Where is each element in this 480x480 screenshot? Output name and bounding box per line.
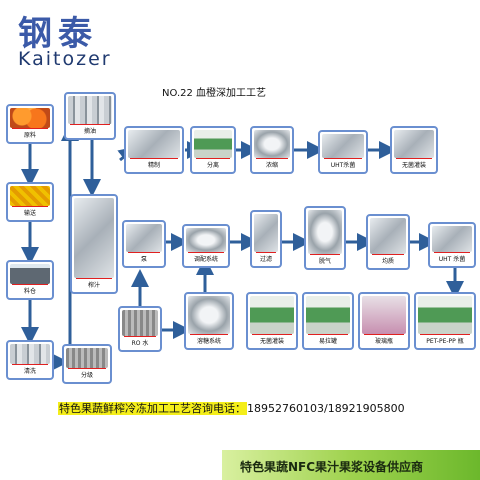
step-storage: 料仓 bbox=[6, 260, 54, 300]
step-pump: 泵 bbox=[122, 220, 166, 268]
step-aseptic2: 无菌灌装 bbox=[246, 292, 298, 350]
step-aseptic1-label: 无菌灌装 bbox=[401, 162, 426, 169]
aseptic2-photo bbox=[250, 296, 294, 334]
pump-photo bbox=[126, 224, 162, 252]
step-grade-label: 分级 bbox=[80, 372, 93, 379]
step-uht1-label: UHT杀菌 bbox=[330, 162, 356, 169]
glass-bottle-photo bbox=[362, 296, 406, 334]
step-aseptic2-label: 无菌灌装 bbox=[259, 338, 284, 345]
uht2-photo bbox=[432, 226, 472, 252]
concentrate-photo bbox=[254, 130, 290, 158]
filter-photo bbox=[254, 214, 278, 252]
step-degas-label: 脱气 bbox=[318, 258, 331, 265]
step-storage-label: 料仓 bbox=[23, 288, 36, 295]
degas-photo bbox=[308, 210, 342, 254]
step-uht2: UHT 杀菌 bbox=[428, 222, 476, 268]
contact-line: 特色果蔬鲜榨冷冻加工工艺咨询电话：18952760103/18921905800 bbox=[58, 400, 405, 416]
step-aseptic1: 无菌灌装 bbox=[390, 126, 438, 174]
separate-photo bbox=[194, 130, 232, 158]
blend-photo bbox=[186, 228, 226, 252]
step-ro-label: RO 水 bbox=[131, 340, 149, 347]
step-ro-water: RO 水 bbox=[118, 306, 162, 352]
step-transport-label: 输送 bbox=[23, 210, 36, 217]
step-pet: PET-PE-PP 瓶 bbox=[414, 292, 476, 350]
step-separate-label: 分离 bbox=[206, 162, 219, 169]
step-grade: 分级 bbox=[62, 344, 112, 384]
step-degas: 脱气 bbox=[304, 206, 346, 270]
step-can-label: 易拉罐 bbox=[318, 338, 337, 345]
refine-photo bbox=[128, 130, 180, 158]
step-concentrate-label: 浓缩 bbox=[265, 162, 278, 169]
raw-oranges-photo bbox=[10, 108, 50, 128]
step-concentrate: 浓缩 bbox=[250, 126, 294, 174]
storage-photo bbox=[10, 264, 50, 284]
step-separate: 分离 bbox=[190, 126, 236, 174]
brand-logo-english: Kaitozer bbox=[18, 48, 112, 70]
brand-logo-chinese: 钢泰 bbox=[18, 14, 98, 54]
step-blend: 调配系统 bbox=[182, 224, 230, 268]
uht1-photo bbox=[322, 134, 364, 158]
aseptic1-photo bbox=[394, 130, 434, 158]
step-refine-label: 精制 bbox=[147, 162, 160, 169]
contact-label: 特色果蔬鲜榨冷冻加工工艺咨询电话： bbox=[58, 402, 247, 415]
step-homogenize: 均质 bbox=[366, 214, 410, 270]
step-uht2-label: UHT 杀菌 bbox=[438, 256, 466, 263]
supplier-banner-text: 特色果蔬NFC果汁果浆设备供应商 bbox=[240, 460, 424, 474]
step-can: 易拉罐 bbox=[302, 292, 354, 350]
step-raw-label: 原料 bbox=[23, 132, 36, 139]
step-sugar-label: 溶糖系统 bbox=[196, 338, 221, 345]
supplier-banner: 特色果蔬NFC果汁果浆设备供应商 bbox=[222, 450, 480, 480]
step-uht1: UHT杀菌 bbox=[318, 130, 368, 174]
diagram-title: NO.22 血橙深加工工艺 bbox=[162, 88, 267, 99]
step-filter: 过滤 bbox=[250, 210, 282, 268]
step-glass: 玻璃瓶 bbox=[358, 292, 410, 350]
step-wash: 清洗 bbox=[6, 340, 54, 380]
step-blend-label: 调配系统 bbox=[193, 256, 218, 263]
ro-water-photo bbox=[122, 310, 158, 336]
step-select-label: 摘油 bbox=[83, 128, 96, 135]
homogenize-photo bbox=[370, 218, 406, 254]
step-transport: 输送 bbox=[6, 182, 54, 222]
step-refine: 精制 bbox=[124, 126, 184, 174]
step-wash-label: 清洗 bbox=[23, 368, 36, 375]
step-select: 摘油 bbox=[64, 92, 116, 140]
grade-photo bbox=[66, 348, 108, 368]
sugar-photo bbox=[188, 296, 230, 334]
select-photo bbox=[68, 96, 112, 124]
step-homogenize-label: 均质 bbox=[381, 258, 394, 265]
can-photo bbox=[306, 296, 350, 334]
step-pump-label: 泵 bbox=[140, 256, 147, 263]
step-juice-label: 榨汁 bbox=[87, 282, 100, 289]
contact-phones: 18952760103/18921905800 bbox=[247, 402, 405, 415]
step-raw: 原料 bbox=[6, 104, 54, 144]
juice-press-photo bbox=[74, 198, 114, 278]
wash-photo bbox=[10, 344, 50, 364]
transport-photo bbox=[10, 186, 50, 206]
step-sugar: 溶糖系统 bbox=[184, 292, 234, 350]
step-filter-label: 过滤 bbox=[259, 256, 272, 263]
step-juice: 榨汁 bbox=[70, 194, 118, 294]
step-glass-label: 玻璃瓶 bbox=[374, 338, 393, 345]
pet-bottle-photo bbox=[418, 296, 472, 334]
step-pet-label: PET-PE-PP 瓶 bbox=[426, 338, 464, 345]
